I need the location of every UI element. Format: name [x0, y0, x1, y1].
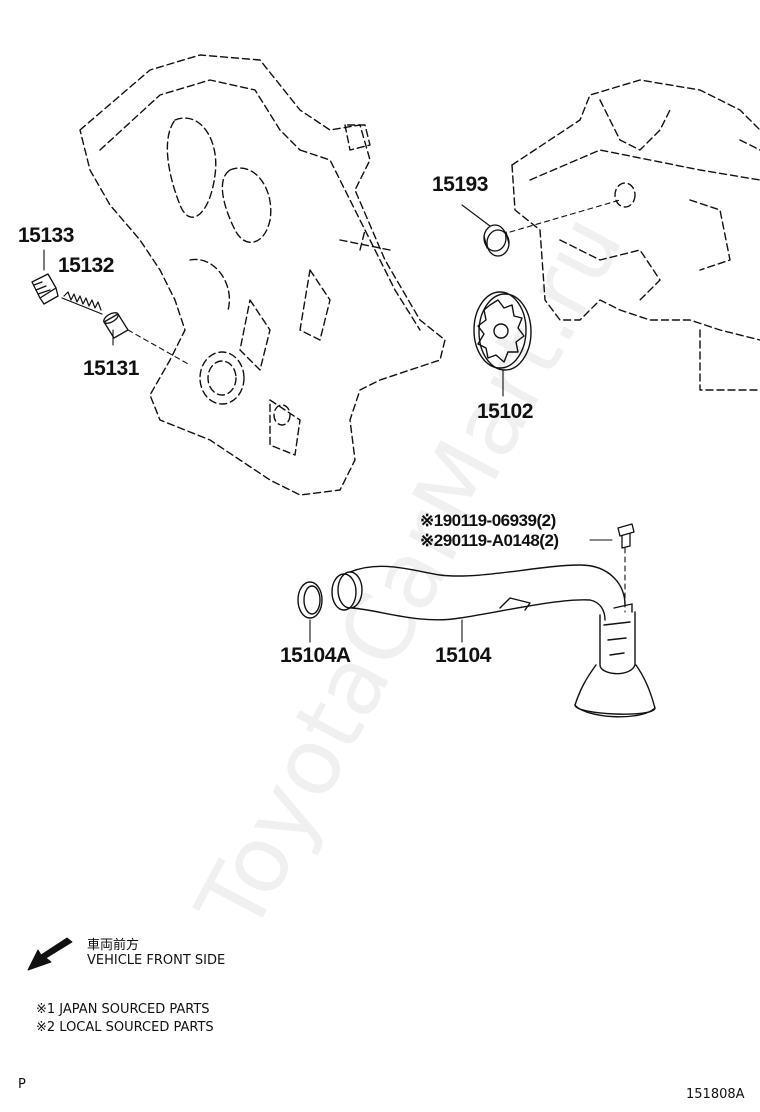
oil-pump-rotor: [473, 291, 532, 371]
part-label-bolt-1[interactable]: ※190119-06939(2): [420, 511, 556, 530]
front-side-label-jp: 車両前方: [87, 938, 140, 953]
part-label-15133[interactable]: 15133: [18, 224, 74, 247]
bolt: [617, 523, 635, 549]
note-local-sourced: ※2 LOCAL SOURCED PARTS: [36, 1020, 214, 1035]
oil-strainer: [331, 564, 656, 718]
leader-lines: [127, 199, 626, 613]
part-label-15193[interactable]: 15193: [432, 173, 488, 196]
timing-cover-phantom: [79, 54, 446, 496]
footer-mark: P: [18, 1077, 26, 1092]
part-label-15132[interactable]: 15132: [58, 254, 114, 277]
figure-code: 151808A: [686, 1087, 745, 1102]
part-label-15102[interactable]: 15102: [477, 400, 533, 423]
relief-valve: [103, 312, 129, 339]
part-label-15131[interactable]: 15131: [83, 357, 139, 380]
engine-block-phantom: [511, 79, 760, 391]
part-label-15104[interactable]: 15104: [435, 644, 491, 667]
vehicle-front-arrow-icon: [27, 937, 73, 971]
note-japan-sourced: ※1 JAPAN SOURCED PARTS: [36, 1002, 210, 1017]
relief-spring: [61, 291, 103, 315]
plug-bolt: [31, 273, 59, 305]
part-label-15104A[interactable]: 15104A: [280, 644, 351, 667]
part-label-bolt-2[interactable]: ※290119-A0148(2): [420, 531, 559, 550]
oil-seal: [483, 224, 510, 257]
o-ring: [297, 581, 323, 619]
front-side-label: VEHICLE FRONT SIDE: [87, 953, 226, 968]
